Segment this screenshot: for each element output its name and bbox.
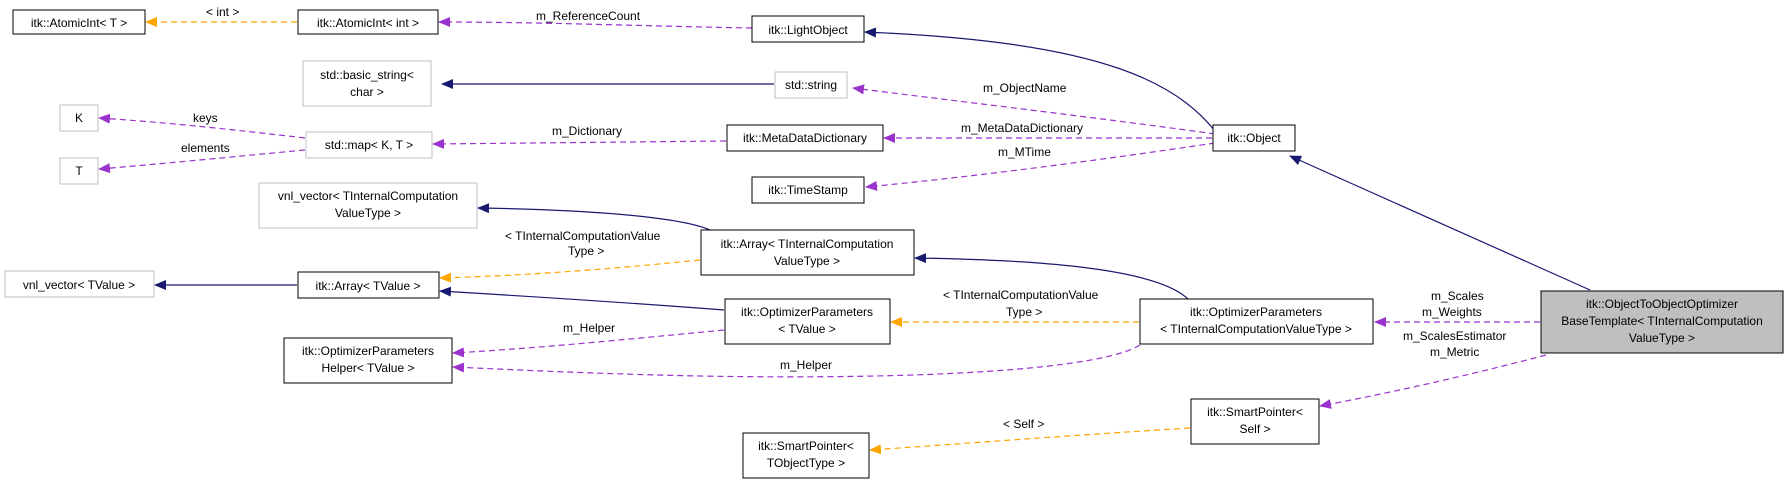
node-metadatadictionary[interactable]: itk::MetaDataDictionary — [726, 124, 884, 152]
edge-label: m_Dictionary — [552, 124, 622, 138]
edge-optparams-tvalue-to-helper: m_Helper — [452, 321, 725, 358]
node-smartpointer-tobject[interactable]: itk::SmartPointer< TObjectType > — [742, 432, 870, 479]
edge-map-to-k: keys — [98, 111, 306, 139]
node-label: ValueType > — [335, 206, 401, 220]
node-optparams-helper[interactable]: itk::OptimizerParameters Helper< TValue … — [283, 337, 453, 384]
edge-optparams-tvalue-to-array-tvalue — [439, 286, 725, 311]
node-label: itk::AtomicInt< int > — [317, 16, 419, 30]
node-basic-string[interactable]: std::basic_string< char > — [302, 60, 432, 107]
edge-label: m_Scales — [1431, 289, 1484, 303]
node-label: itk::OptimizerParameters — [1190, 305, 1322, 319]
node-label: itk::MetaDataDictionary — [743, 131, 867, 145]
edge-object-to-string: m_ObjectName — [852, 81, 1216, 135]
node-map[interactable]: std::map< K, T > — [305, 131, 433, 159]
edge-metadatadictionary-to-map: m_Dictionary — [432, 124, 727, 149]
node-label: < TInternalComputationValueType > — [1160, 322, 1352, 336]
node-object[interactable]: itk::Object — [1212, 124, 1296, 152]
edge-map-to-t: elements — [98, 141, 306, 174]
edge-label: m_Metric — [1430, 345, 1479, 359]
edge-label: m_MTime — [998, 145, 1051, 159]
edge-label: Type > — [1006, 305, 1042, 319]
node-label: Helper< TValue > — [322, 361, 415, 375]
node-vnl-vector-internal[interactable]: vnl_vector< TInternalComputation ValueTy… — [258, 182, 478, 229]
edge-label: keys — [193, 111, 218, 125]
edge-focus-to-object — [1289, 155, 1591, 291]
node-label: ValueType > — [1629, 331, 1695, 345]
edge-optparams-internal-to-array-internal — [914, 253, 1190, 301]
node-label: std::basic_string< — [320, 68, 414, 82]
node-label: < TValue > — [778, 322, 836, 336]
edge-array-internal-to-array-tvalue: < TInternalComputationValue Type > — [439, 229, 701, 283]
node-objecttoobjectoptimizer[interactable]: itk::ObjectToObjectOptimizer BaseTemplat… — [1540, 290, 1784, 354]
edge-label: m_Helper — [780, 358, 832, 372]
edge-smartpointer-self-to-tobject: < Self > — [869, 417, 1191, 455]
node-std-string[interactable]: std::string — [774, 71, 848, 99]
node-label: vnl_vector< TValue > — [23, 278, 135, 292]
edge-label: m_ReferenceCount — [536, 9, 641, 23]
node-label: BaseTemplate< TInternalComputation — [1561, 314, 1763, 328]
node-vnl-vector-tvalue[interactable]: vnl_vector< TValue > — [4, 270, 155, 298]
edge-label: Type > — [568, 244, 604, 258]
node-label: itk::OptimizerParameters — [302, 344, 434, 358]
node-label: itk::Object — [1227, 131, 1281, 145]
edge-focus-to-optparams-internal: m_Scales m_Weights — [1374, 289, 1540, 327]
node-label: itk::OptimizerParameters — [741, 305, 873, 319]
node-label: itk::TimeStamp — [768, 183, 848, 197]
node-label: itk::ObjectToObjectOptimizer — [1586, 297, 1738, 311]
node-label: TObjectType > — [767, 456, 845, 470]
node-label: std::map< K, T > — [325, 138, 413, 152]
edge-lightobject-to-atomicint: m_ReferenceCount — [438, 9, 753, 29]
edge-optparams-internal-to-helper: m_Helper — [452, 344, 1141, 378]
edge-label: < Self > — [1003, 417, 1044, 431]
node-atomicint-int[interactable]: itk::AtomicInt< int > — [297, 9, 439, 35]
node-label: std::string — [785, 78, 837, 92]
edge-label: < TInternalComputationValue — [505, 229, 661, 243]
node-label: itk::Array< TValue > — [316, 279, 421, 293]
edge-label: m_Helper — [563, 321, 615, 335]
node-array-internal[interactable]: itk::Array< TInternalComputation ValueTy… — [700, 229, 915, 276]
node-label: T — [75, 164, 83, 178]
edge-optparams-internal-to-optparams-tvalue: < TInternalComputationValue Type > — [890, 288, 1139, 327]
node-label: itk::SmartPointer< — [1207, 405, 1303, 419]
node-lightobject[interactable]: itk::LightObject — [751, 15, 865, 43]
edge-atomicint-int-to-t: < int > — [145, 5, 297, 27]
node-smartpointer-self[interactable]: itk::SmartPointer< Self > — [1190, 398, 1320, 445]
node-label: itk::SmartPointer< — [758, 439, 854, 453]
edge-object-to-metadatadictionary: m_MetaDataDictionary — [883, 121, 1212, 143]
edge-label: m_ScalesEstimator — [1403, 329, 1506, 343]
edge-object-to-lightobject — [864, 27, 1228, 149]
node-label: itk::Array< TInternalComputation — [721, 237, 894, 251]
node-optparams-internal[interactable]: itk::OptimizerParameters < TInternalComp… — [1139, 298, 1374, 345]
node-label: ValueType > — [774, 254, 840, 268]
edge-label: < TInternalComputationValue — [943, 288, 1099, 302]
edge-label: m_Weights — [1422, 305, 1482, 319]
edge-label: < int > — [206, 5, 239, 19]
node-t[interactable]: T — [59, 157, 99, 185]
node-label: char > — [350, 85, 384, 99]
node-array-tvalue[interactable]: itk::Array< TValue > — [297, 271, 440, 299]
edge-label: m_MetaDataDictionary — [961, 121, 1083, 135]
node-atomicint-t[interactable]: itk::AtomicInt< T > — [12, 9, 146, 35]
node-label: itk::AtomicInt< T > — [31, 16, 127, 30]
node-label: vnl_vector< TInternalComputation — [278, 189, 458, 203]
edge-object-to-timestamp: m_MTime — [865, 142, 1216, 191]
node-k[interactable]: K — [59, 104, 99, 132]
node-timestamp[interactable]: itk::TimeStamp — [751, 176, 865, 204]
node-optparams-tvalue[interactable]: itk::OptimizerParameters < TValue > — [724, 298, 891, 345]
node-label: K — [75, 111, 83, 125]
edge-focus-to-smartpointer-self: m_ScalesEstimator m_Metric — [1319, 329, 1547, 409]
edge-label: m_ObjectName — [983, 81, 1067, 95]
node-label: Self > — [1239, 422, 1270, 436]
node-label: itk::LightObject — [768, 23, 848, 37]
edge-label: elements — [181, 141, 230, 155]
edge-array-internal-to-vnl-vector — [477, 203, 715, 233]
